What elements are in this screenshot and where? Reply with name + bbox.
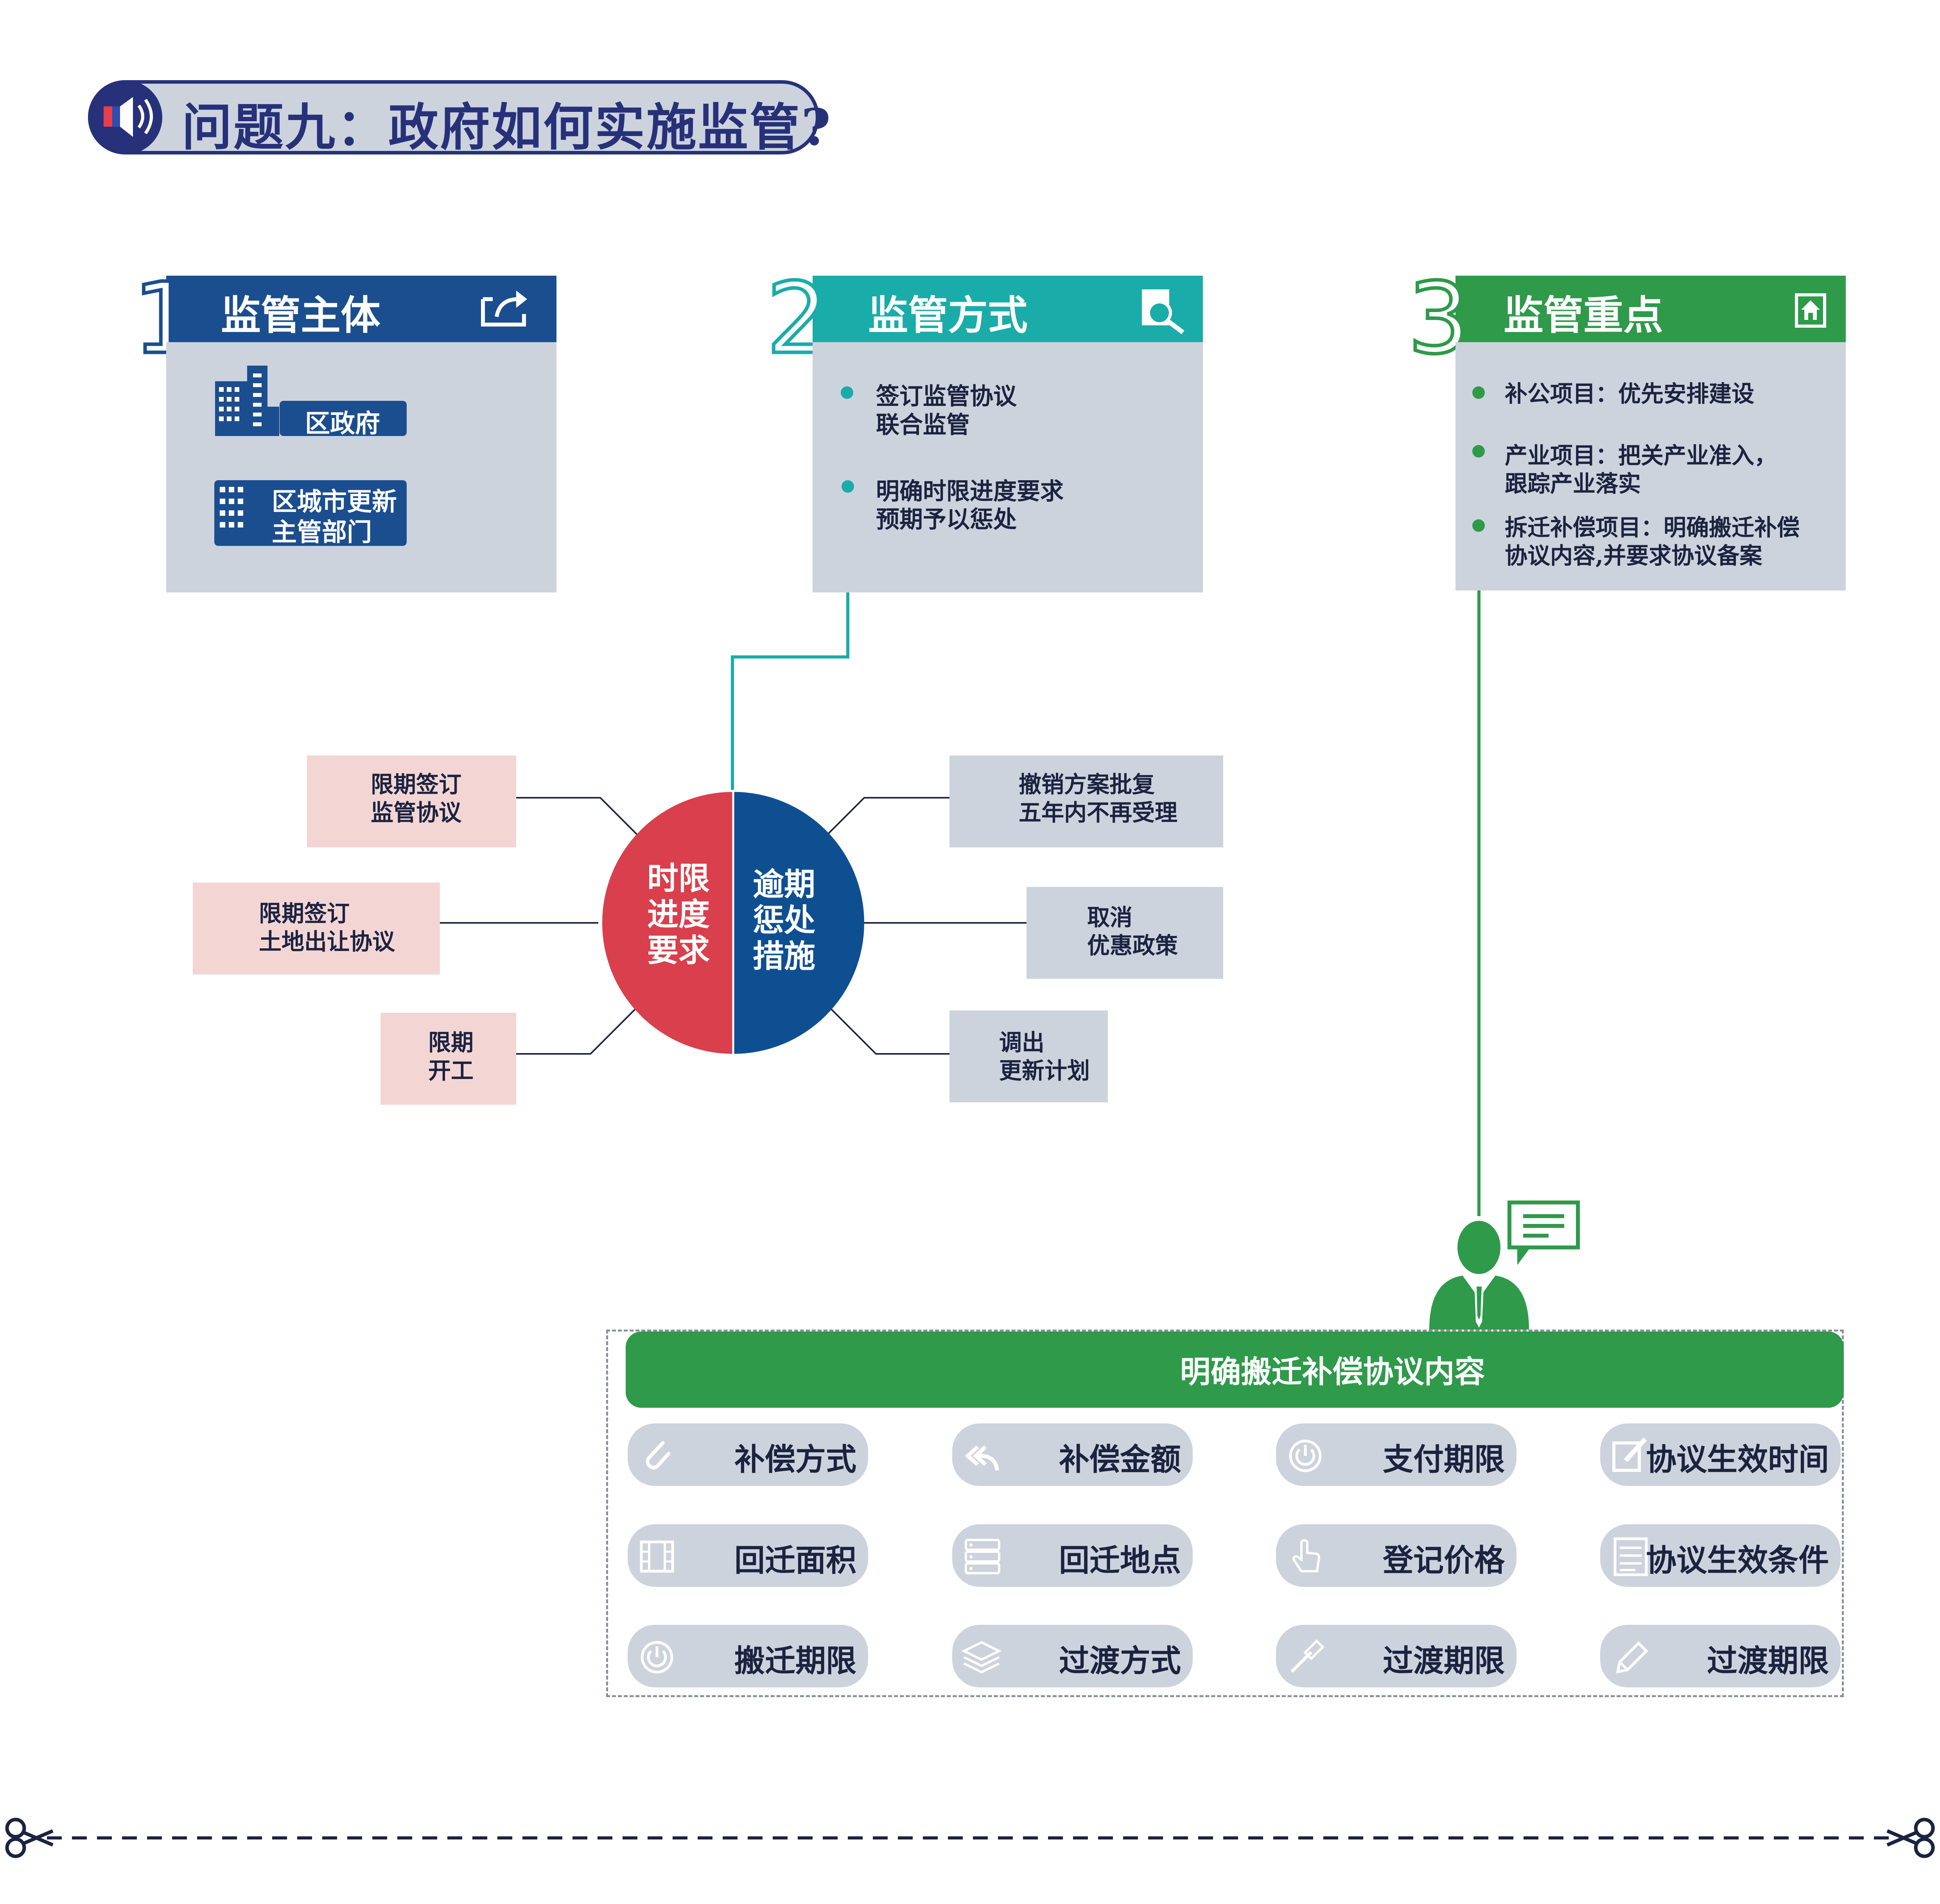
agreement-item-label: 回迁面积 bbox=[734, 1543, 856, 1578]
section-1-header bbox=[166, 276, 556, 342]
focus-bullet-2 bbox=[1472, 445, 1485, 458]
agreement-header-text: 明确搬迁补偿协议内容 bbox=[1180, 1354, 1485, 1390]
section-1-title: 监管主体 bbox=[221, 292, 380, 339]
method-bullet-2 bbox=[842, 480, 854, 493]
deadline-box-start-construction bbox=[380, 1013, 516, 1105]
screwdriver-icon bbox=[1290, 1639, 1324, 1673]
focus-3-line1: 拆迁补偿项目：明确搬迁补偿 bbox=[1505, 514, 1800, 541]
focus-2-line2: 跟踪产业落实 bbox=[1505, 470, 1641, 497]
agreement-item-label: 过渡期限 bbox=[1707, 1643, 1829, 1679]
document-search-icon bbox=[1142, 289, 1184, 334]
deadline-box-2-text: 限期签订土地出让协议 bbox=[259, 900, 395, 955]
method-2-line1: 明确时限进度要求 bbox=[876, 478, 1064, 505]
circle-left-half bbox=[602, 792, 733, 1054]
hand-pointer-icon bbox=[1292, 1539, 1321, 1572]
agreement-item-label: 协议生效条件 bbox=[1646, 1543, 1829, 1578]
agreement-header-bar bbox=[626, 1332, 1844, 1408]
page-title: 问题九：政府如何实施监管? bbox=[182, 98, 833, 157]
agreement-item-label: 回迁地点 bbox=[1059, 1543, 1181, 1578]
section-2-panel bbox=[813, 342, 1203, 592]
focus-bullet-1 bbox=[1472, 386, 1485, 399]
server-icon bbox=[965, 1539, 1000, 1574]
title-pill bbox=[88, 80, 819, 154]
reply-all-icon bbox=[965, 1445, 999, 1471]
power-icon bbox=[1289, 1439, 1322, 1472]
scissors-icon-right bbox=[1886, 1818, 1935, 1858]
agreement-item-label: 过渡期限 bbox=[1382, 1643, 1505, 1679]
agreement-item-pill bbox=[1276, 1423, 1516, 1486]
film-icon bbox=[640, 1540, 674, 1573]
penalty-box-cancel-policy bbox=[1027, 887, 1223, 979]
penalty-box-revoke-approval bbox=[949, 755, 1223, 847]
agreement-item-pill bbox=[628, 1524, 868, 1587]
focus-2-line1: 产业项目：把关产业准入， bbox=[1505, 442, 1777, 469]
agreement-item-pill bbox=[952, 1625, 1193, 1687]
agreement-item-label: 登记价格 bbox=[1382, 1543, 1505, 1578]
agreement-item-label: 补偿金额 bbox=[1059, 1442, 1181, 1477]
pencil-icon bbox=[1616, 1641, 1648, 1674]
speech-bubble-icon bbox=[1507, 1201, 1580, 1265]
section-3-header bbox=[1455, 276, 1846, 342]
circle-right-text: 逾期 惩处 措施 bbox=[753, 866, 815, 974]
deadline-box-1-text: 限期签订监管协议 bbox=[371, 771, 462, 826]
penalty-box-remove-plan bbox=[949, 1010, 1108, 1102]
urban-renewal-dept-line2: 主管部门 bbox=[272, 518, 372, 547]
right-spoke-3 bbox=[815, 992, 949, 1055]
urban-renewal-dept-label bbox=[214, 480, 407, 546]
edit-icon bbox=[1612, 1437, 1647, 1472]
agreement-item-label: 搬迁期限 bbox=[734, 1643, 856, 1679]
focus-1-line1: 补公项目：优先安排建设 bbox=[1505, 380, 1755, 407]
speaker-icon bbox=[104, 97, 153, 137]
left-spoke-3 bbox=[516, 992, 652, 1055]
circle-right-half bbox=[733, 792, 864, 1054]
agreement-frame bbox=[606, 1330, 1844, 1697]
district-government-text: 区政府 bbox=[305, 409, 380, 438]
penalty-box-1-text: 撤销方案批复五年内不再受理 bbox=[1019, 771, 1178, 826]
section-3-panel bbox=[1455, 342, 1846, 590]
deadline-box-3-text: 限期开工 bbox=[428, 1029, 474, 1084]
focus-bullet-3 bbox=[1472, 519, 1485, 532]
method-1-line2: 联合监管 bbox=[876, 411, 970, 439]
document-list-icon bbox=[1613, 1537, 1648, 1576]
agreement-item-label: 支付期限 bbox=[1382, 1442, 1505, 1477]
urban-renewal-dept-line1: 区城市更新 bbox=[272, 487, 397, 517]
agreement-item-pill bbox=[628, 1625, 868, 1687]
method-bullet-1 bbox=[841, 386, 853, 399]
agreement-item-label: 协议生效时间 bbox=[1646, 1442, 1829, 1477]
method-2-line2: 预期予以惩处 bbox=[876, 506, 1017, 533]
agreement-item-pill bbox=[1276, 1625, 1516, 1687]
agreement-item-pill bbox=[952, 1423, 1193, 1486]
building-icon bbox=[215, 366, 279, 436]
section-2-header bbox=[813, 276, 1203, 342]
layers-icon bbox=[961, 1641, 1002, 1674]
agreement-item-pill bbox=[952, 1524, 1193, 1587]
deadline-box-supervision-agreement bbox=[307, 755, 516, 847]
house-badge-icon bbox=[1795, 293, 1826, 328]
paperclip-icon bbox=[646, 1441, 671, 1470]
focus-3-line2: 协议内容,并要求协议备案 bbox=[1505, 542, 1762, 569]
section-2-title: 监管方式 bbox=[868, 292, 1028, 339]
scissors-icon-left bbox=[5, 1818, 54, 1858]
office-grid-icon bbox=[220, 487, 243, 528]
agreement-item-label: 过渡方式 bbox=[1059, 1643, 1181, 1679]
agreement-item-label: 补偿方式 bbox=[734, 1442, 856, 1477]
district-government-label bbox=[280, 401, 407, 436]
share-icon bbox=[481, 291, 527, 327]
penalty-box-3-text: 调出更新计划 bbox=[999, 1029, 1090, 1084]
circle-left-text: 时限 进度 要求 bbox=[647, 860, 710, 969]
section-3-title: 监管重点 bbox=[1504, 292, 1663, 339]
deadline-box-land-agreement bbox=[193, 883, 440, 974]
power-icon bbox=[641, 1641, 673, 1674]
method-1-line1: 签订监管协议 bbox=[876, 383, 1017, 410]
penalty-box-2-text: 取消优惠政策 bbox=[1087, 904, 1178, 959]
agreement-item-pill bbox=[1276, 1524, 1516, 1587]
